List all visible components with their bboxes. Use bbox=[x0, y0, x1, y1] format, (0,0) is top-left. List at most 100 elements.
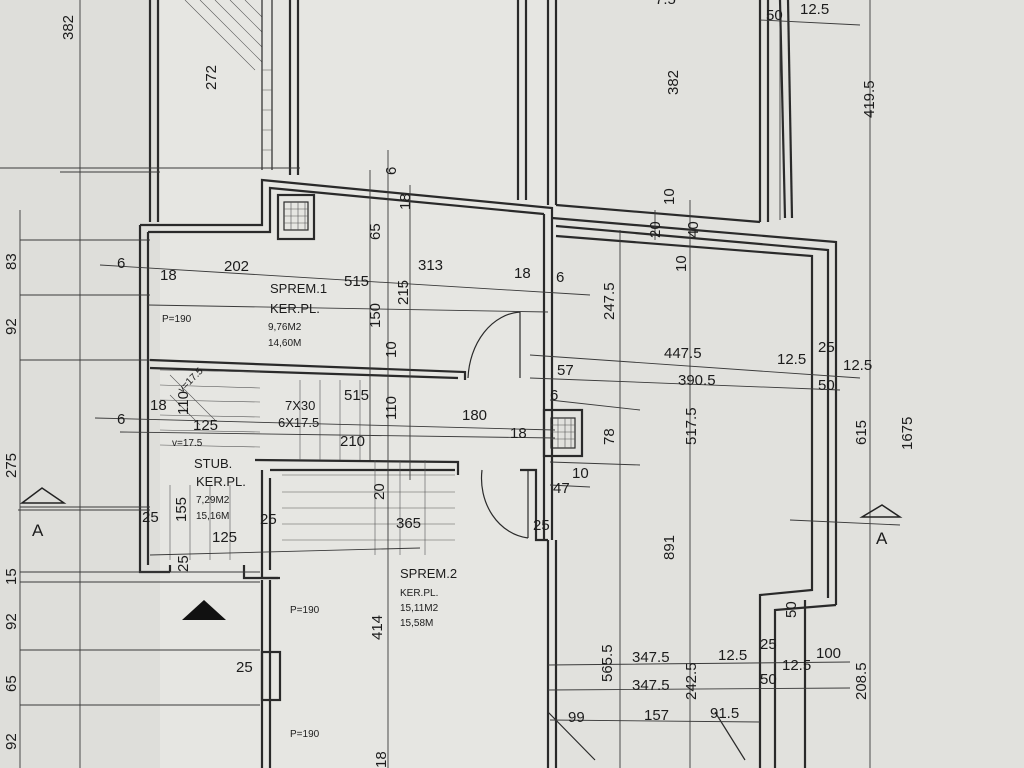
dimension-labels: 272 382 6 18 65 313 515 150 215 202 6 18… bbox=[117, 0, 872, 768]
stair-steps: 6X17.5 bbox=[278, 415, 319, 430]
dim-label: 10 bbox=[673, 255, 690, 272]
dim-label: 6 bbox=[550, 387, 558, 404]
outer-walls bbox=[138, 178, 838, 768]
dim-label: 92 bbox=[3, 613, 20, 630]
stair-steps: 7X30 bbox=[285, 398, 315, 413]
room-floor: KER.PL. bbox=[196, 474, 246, 489]
dim-label: 92 bbox=[3, 733, 20, 750]
dim-label: 50 bbox=[783, 601, 800, 618]
dim-label: 347.5 bbox=[632, 677, 670, 694]
dim-label: 565.5 bbox=[599, 644, 616, 682]
dim-label: 247.5 bbox=[601, 282, 618, 320]
dim-label: 272 bbox=[203, 65, 220, 90]
dim-label: 447.5 bbox=[664, 345, 702, 362]
dim-label: 208.5 bbox=[853, 662, 870, 700]
dim-label: 12.5 bbox=[718, 647, 747, 664]
dim-label: 25 bbox=[142, 509, 159, 526]
dim-label: 47 bbox=[553, 480, 570, 497]
room-height: P=190 bbox=[290, 729, 320, 740]
dim-label: 242.5 bbox=[683, 662, 700, 700]
dim-label: 110 bbox=[383, 396, 400, 420]
dim-label: 40 bbox=[685, 221, 702, 238]
right-dimension-chain: 419.5 615 208.5 1675 bbox=[853, 80, 916, 700]
room-floor: KER.PL. bbox=[400, 588, 438, 599]
section-label-right: A bbox=[876, 529, 888, 548]
chimney-top bbox=[276, 193, 316, 241]
dim-label: 12.5 bbox=[843, 357, 872, 374]
dim-label: 6 bbox=[117, 411, 125, 428]
dim-label: 18 bbox=[397, 193, 414, 210]
dim-label: 419.5 bbox=[861, 80, 878, 118]
dim-label: 57 bbox=[557, 362, 574, 379]
dim-label: 18 bbox=[514, 265, 531, 282]
dim-label: 210 bbox=[340, 433, 365, 450]
stair-note: v=17.5 bbox=[172, 438, 203, 449]
section-label-left: A bbox=[32, 521, 44, 540]
dim-label: 155 bbox=[173, 497, 190, 522]
dim-label: 91.5 bbox=[710, 705, 739, 722]
dim-label: 6 bbox=[117, 255, 125, 272]
dim-label: 517.5 bbox=[683, 407, 700, 445]
dim-label: 180 bbox=[462, 407, 487, 424]
dim-label: 65 bbox=[3, 675, 20, 692]
dim-label: 414 bbox=[369, 615, 386, 640]
dim-label: 18 bbox=[160, 267, 177, 284]
room-perimeter: 15,16M bbox=[196, 511, 229, 522]
stair-hatching bbox=[159, 369, 455, 560]
dim-label: 125 bbox=[212, 529, 237, 546]
room-name: SPREM.1 bbox=[270, 281, 327, 296]
room-area: 7,29M2 bbox=[196, 495, 230, 506]
dimension-lines bbox=[0, 0, 901, 768]
north-arrow-icon bbox=[182, 600, 226, 620]
section-marker-right bbox=[859, 504, 903, 518]
dim-label: 25 bbox=[533, 517, 550, 534]
dim-label: 25 bbox=[175, 555, 192, 572]
room-height: P=190 bbox=[290, 605, 320, 616]
left-dimension-chain: 382 83 92 275 15 92 65 92 bbox=[3, 15, 77, 750]
dim-label: 99 bbox=[568, 709, 585, 726]
dim-label: 18 bbox=[150, 397, 167, 414]
room-area: 9,76M2 bbox=[268, 322, 302, 333]
dim-label: 891 bbox=[661, 535, 678, 560]
dim-label: 20 bbox=[647, 221, 664, 238]
dim-label: 615 bbox=[853, 420, 870, 445]
dim-label: 1675 bbox=[899, 417, 916, 450]
room-name: SPREM.2 bbox=[400, 566, 457, 581]
section-marker-left bbox=[18, 487, 150, 511]
dim-label: 275 bbox=[3, 453, 20, 478]
dim-label: 365 bbox=[396, 515, 421, 532]
dim-label: 50 bbox=[760, 671, 777, 688]
dim-label: 25 bbox=[260, 511, 277, 528]
dim-label: 382 bbox=[665, 70, 682, 95]
dim-label: 202 bbox=[224, 258, 249, 275]
upper-room-walls bbox=[148, 0, 794, 224]
dim-label: 215 bbox=[395, 280, 412, 305]
dim-label: 25 bbox=[236, 659, 253, 676]
room-name: STUB. bbox=[194, 456, 232, 471]
dim-label: 10 bbox=[383, 341, 400, 358]
dim-label: 125 bbox=[193, 417, 218, 434]
room-area: 15,11M2 bbox=[400, 603, 439, 614]
room-perimeter: 15,58M bbox=[400, 618, 433, 629]
dim-label: 515 bbox=[344, 387, 369, 404]
section-labels: A A bbox=[32, 521, 888, 548]
dim-label: 25 bbox=[818, 339, 835, 356]
dim-label: 6 bbox=[556, 269, 564, 286]
dim-label: 157 bbox=[644, 707, 669, 724]
room-height: P=190 bbox=[162, 314, 192, 325]
dim-label: 6 bbox=[383, 167, 400, 175]
dim-label: 10 bbox=[572, 465, 589, 482]
dim-label: 150 bbox=[367, 303, 384, 328]
dim-label: 25 bbox=[760, 636, 777, 653]
dim-label: 7.5 bbox=[655, 0, 676, 8]
dim-label: 20 bbox=[371, 483, 388, 500]
dim-label: 515 bbox=[344, 273, 369, 290]
dim-label: 83 bbox=[3, 253, 20, 270]
dim-label: 15 bbox=[3, 568, 20, 585]
dim-label: 10 bbox=[661, 188, 678, 205]
chimney-mid bbox=[542, 408, 584, 458]
dim-label: 313 bbox=[418, 257, 443, 274]
room-perimeter: 14,60M bbox=[268, 338, 301, 349]
dim-label: 78 bbox=[601, 428, 618, 445]
